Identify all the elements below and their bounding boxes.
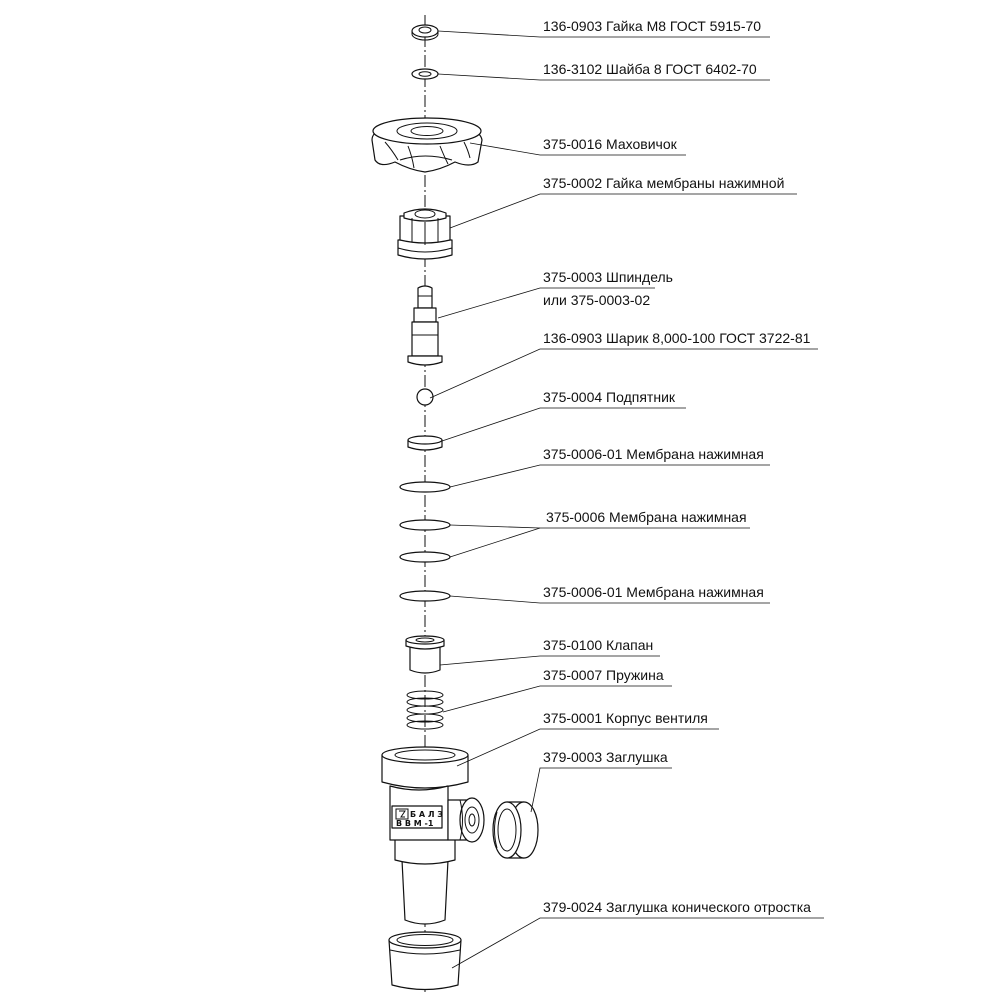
- label-spring: 375-0007 Пружина: [543, 667, 664, 683]
- body-marking-line2: В В М -1: [396, 819, 434, 828]
- part-valve: [405, 635, 445, 674]
- part-handwheel: [371, 117, 483, 173]
- label-nut-m8: 136-0903 Гайка М8 ГОСТ 5915-70: [543, 18, 761, 34]
- part-valve-body: [381, 746, 485, 925]
- label-membrane-01-top: 375-0006-01 Мембрана нажимная: [543, 446, 764, 462]
- leader-lines: [429, 30, 824, 969]
- part-plug: [492, 801, 539, 859]
- label-washer-8: 136-3102 Шайба 8 ГОСТ 6402-70: [543, 61, 757, 77]
- part-spring: [406, 690, 444, 730]
- part-ball: [416, 388, 434, 406]
- part-spindle: [407, 285, 443, 366]
- label-plug: 379-0003 Заглушка: [543, 749, 668, 765]
- label-spindle-alt: или 375-0003-02: [543, 292, 650, 308]
- part-conical-plug: [388, 931, 462, 991]
- label-thrust-bearing: 375-0004 Подпятник: [543, 389, 676, 405]
- body-marking-line1: Б А Л З: [410, 810, 443, 819]
- part-membrane-01-bottom: [399, 590, 451, 602]
- part-thrust-bearing: [407, 435, 443, 451]
- part-membrane-01-top: [399, 481, 451, 493]
- part-membrane-a: [399, 519, 451, 531]
- label-handwheel: 375-0016 Маховичок: [543, 136, 678, 152]
- label-membrane-01-bottom: 375-0006-01 Мембрана нажимная: [543, 584, 764, 600]
- part-washer-8: [411, 68, 439, 80]
- label-membrane-nut: 375-0002 Гайка мембраны нажимной: [543, 175, 784, 191]
- label-valve: 375-0100 Клапан: [543, 637, 653, 653]
- label-ball: 136-0903 Шарик 8,000-100 ГОСТ 3722-81: [543, 330, 811, 346]
- label-membrane: 375-0006 Мембрана нажимная: [546, 509, 747, 525]
- label-spindle: 375-0003 Шпиндель: [543, 269, 673, 285]
- part-membrane-b: [399, 551, 451, 563]
- part-membrane-nut: [397, 208, 453, 260]
- label-valve-body: 375-0001 Корпус вентиля: [543, 710, 708, 726]
- label-conical-plug: 379-0024 Заглушка конического отростка: [543, 899, 811, 915]
